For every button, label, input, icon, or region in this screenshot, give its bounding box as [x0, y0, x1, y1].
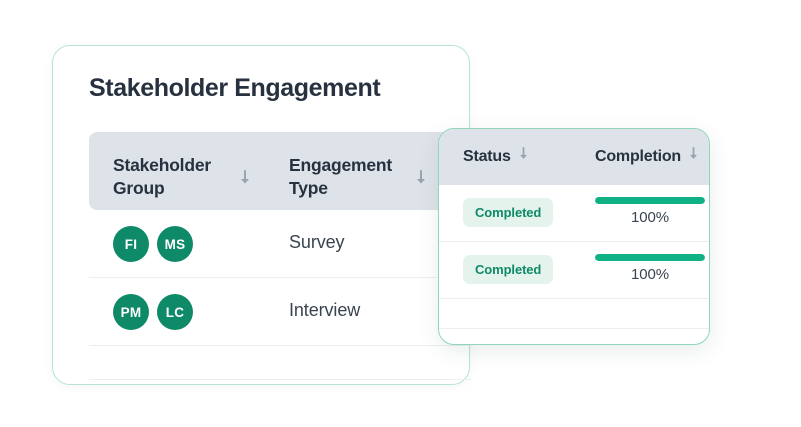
column-header-stakeholder-group[interactable]: Stakeholder Group	[113, 154, 263, 200]
progress-fill	[595, 254, 705, 261]
table-header-row: Stakeholder Group Engagement Type	[89, 132, 471, 210]
completion-label: 100%	[631, 209, 669, 226]
table-row[interactable]: Completed 100%	[439, 242, 709, 299]
page-title: Stakeholder Engagement	[89, 74, 381, 102]
column-header-completion[interactable]: Completion	[595, 147, 699, 166]
table-row[interactable]: Completed 100%	[439, 185, 709, 242]
progress-track	[595, 197, 705, 204]
column-header-engagement-type[interactable]: Engagement Type	[289, 154, 449, 200]
progress-fill	[595, 197, 705, 204]
engagement-type-value: Interview	[289, 300, 361, 320]
column-header-label: Completion	[595, 147, 681, 165]
overlay-table-header-row: Status Completion	[439, 129, 709, 185]
completion-cell: 100%	[595, 254, 707, 283]
engagement-type-value: Survey	[289, 232, 345, 252]
arrow-down-icon[interactable]	[518, 147, 529, 166]
arrow-down-icon[interactable]	[415, 170, 427, 191]
completion-label: 100%	[631, 266, 669, 283]
status-badge: Completed	[463, 198, 554, 227]
column-header-label: Engagement Type	[289, 155, 393, 198]
stakeholder-engagement-card: Stakeholder Engagement Stakeholder Group…	[52, 45, 471, 385]
progress-track	[595, 254, 705, 261]
column-header-label: Stakeholder Group	[113, 155, 211, 198]
status-badge: Completed	[463, 255, 554, 284]
table-row-empty	[439, 299, 709, 329]
avatar-group: FI MS	[113, 226, 193, 262]
table-row[interactable]: FI MS Survey	[89, 210, 471, 278]
avatar[interactable]: FI	[113, 226, 149, 262]
table-row[interactable]: PM LC Interview	[89, 278, 471, 346]
avatar[interactable]: MS	[157, 226, 193, 262]
arrow-down-icon[interactable]	[688, 147, 699, 166]
arrow-down-icon[interactable]	[239, 170, 251, 191]
column-header-status[interactable]: Status	[463, 147, 529, 166]
column-header-label: Status	[463, 147, 511, 165]
table-row-empty	[89, 346, 471, 380]
status-completion-card: Status Completion Completed	[438, 128, 710, 345]
avatar[interactable]: LC	[157, 294, 193, 330]
completion-cell: 100%	[595, 197, 707, 226]
avatar[interactable]: PM	[113, 294, 149, 330]
avatar-group: PM LC	[113, 294, 193, 330]
